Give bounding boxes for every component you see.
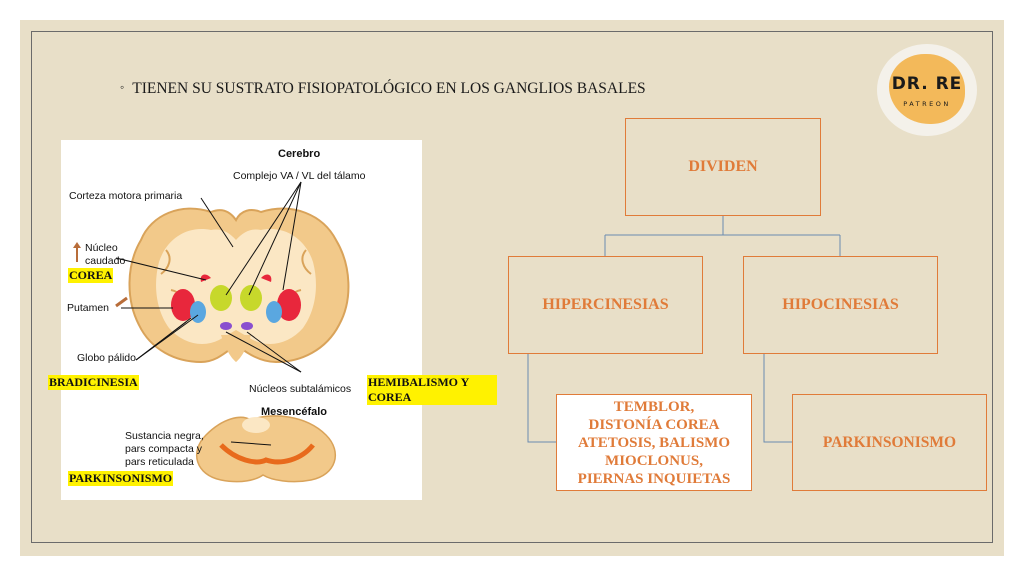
org-root-box: DIVIDEN	[625, 118, 821, 216]
org-right-label: HIPOCINESIAS	[782, 296, 899, 313]
logo-subtitle: PATREON	[903, 100, 951, 108]
small-orange-arrows	[73, 242, 128, 308]
org-left-child-line: MIOCLONUS,	[605, 452, 703, 469]
label-corteza: Corteza motora primaria	[69, 190, 183, 202]
bullet-icon: ◦	[120, 80, 125, 94]
org-left-label: HIPERCINESIAS	[542, 296, 669, 313]
label-sustancia-3: pars reticulada	[125, 456, 194, 468]
label-sustancia-2: pars compacta y	[125, 443, 203, 455]
org-left-child-line: TEMBLOR,	[613, 398, 695, 415]
org-left-child-line: DISTONÍA COREA	[588, 416, 720, 433]
org-root-label: DIVIDEN	[688, 158, 758, 175]
figure-arrows	[115, 181, 302, 446]
label-nucleos-subtalamicos: Núcleos subtalámicos	[249, 383, 352, 395]
slide-heading: ◦ TIENEN SU SUSTRATO FISIOPATOLÓGICO EN L…	[120, 80, 646, 98]
logo: DR. RE PATREON	[877, 44, 977, 136]
label-complejo-va-vl: Complejo VA / VL del tálamo	[233, 170, 366, 182]
highlight-hemibalismo-line2: COREA	[368, 390, 412, 404]
highlight-corea: COREA	[68, 268, 114, 283]
label-caudado: caudado	[85, 255, 126, 267]
highlight-bradicinesia: BRADICINESIA	[48, 375, 139, 390]
highlight-hemibalismo: HEMIBALISMO Y COREA	[367, 375, 497, 405]
heading-text: TIENEN SU SUSTRATO FISIOPATOLÓGICO EN LO…	[132, 80, 646, 97]
org-left-child-line: ATETOSIS, BALISMO	[578, 434, 730, 451]
org-left-box: HIPERCINESIAS	[508, 256, 703, 354]
highlight-parkinsonismo: PARKINSONISMO	[68, 471, 174, 486]
label-globo-palido: Globo pálido	[77, 352, 136, 364]
coronal-section	[128, 207, 350, 364]
org-right-child-label: PARKINSONISMO	[822, 433, 957, 451]
org-left-child-line: PIERNAS INQUIETAS	[577, 470, 731, 487]
label-nucleo: Núcleo	[85, 242, 118, 254]
label-mesencefalo: Mesencéfalo	[261, 406, 328, 418]
midbrain-section	[196, 415, 336, 483]
highlight-hemibalismo-line1: HEMIBALISMO Y	[368, 375, 470, 389]
org-right-child-box: PARKINSONISMO	[792, 394, 987, 491]
label-sustancia-1: Sustancia negra,	[125, 430, 204, 442]
org-left-child-box: TEMBLOR, DISTONÍA COREA ATETOSIS, BALISM…	[556, 394, 752, 491]
org-right-box: HIPOCINESIAS	[743, 256, 938, 354]
brain-illustration	[73, 181, 350, 483]
brain-figure: Cerebro Complejo VA / VL del tálamo Cort…	[61, 140, 422, 500]
label-cerebro: Cerebro	[278, 148, 321, 160]
label-putamen: Putamen	[67, 302, 110, 314]
slide-frame	[31, 31, 993, 543]
logo-title: DR. RE	[891, 74, 963, 94]
logo-blob	[889, 54, 965, 124]
